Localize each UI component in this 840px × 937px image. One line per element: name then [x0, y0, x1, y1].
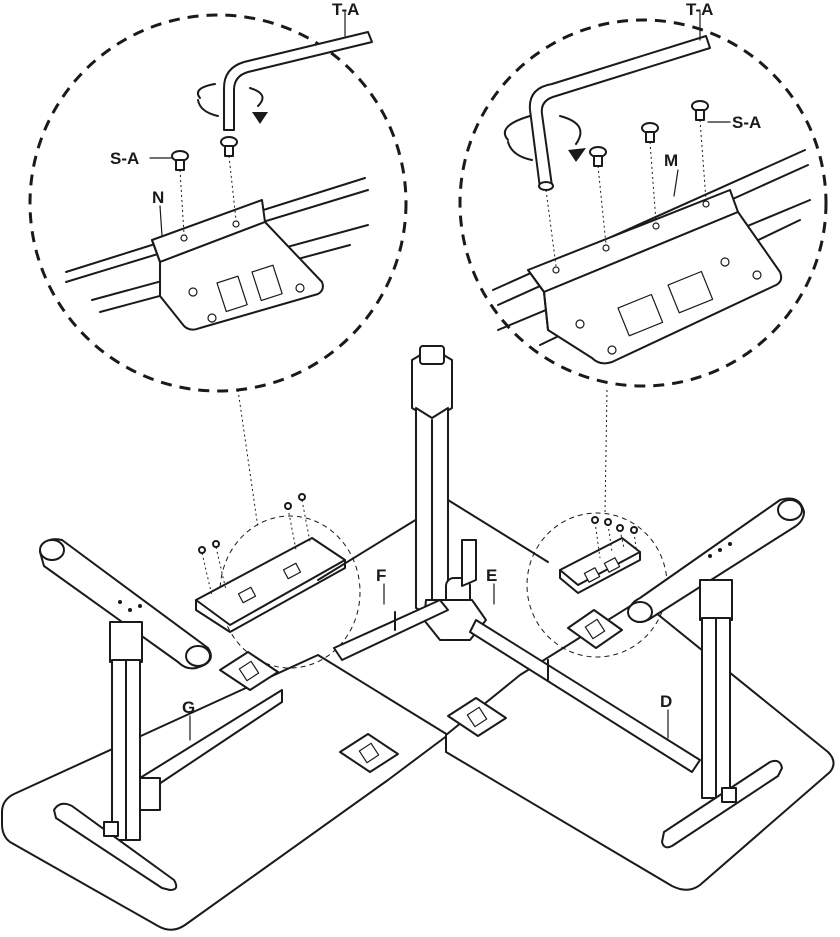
center-leg — [411, 345, 487, 641]
mount-plate-icon — [447, 697, 507, 737]
rotate-arrow-icon — [503, 115, 582, 145]
mount-plate-icon — [567, 609, 623, 649]
left-detail — [65, 31, 373, 331]
detail-callout-right — [458, 18, 828, 388]
bracket-n-flange — [159, 221, 324, 331]
callout-leader-right — [604, 389, 608, 515]
mount-plate-icon — [219, 651, 279, 691]
rotate-arrow-icon — [196, 83, 264, 107]
bracket-n-small — [195, 493, 346, 633]
bracket-label-m: M — [664, 151, 678, 170]
label-leaders — [149, 11, 731, 741]
screw-label-right: S-A — [732, 113, 761, 132]
desktop-panel-left — [1, 654, 449, 931]
beam-e — [469, 619, 701, 773]
left-foot — [53, 802, 178, 891]
beam-label-e: E — [486, 566, 497, 585]
bracket-label-n: N — [152, 188, 164, 207]
screw-icon — [691, 100, 709, 121]
tool-label-left: T-A — [332, 0, 359, 19]
screw-label-left: S-A — [110, 149, 139, 168]
beam-label-g: G — [182, 698, 195, 717]
callout-leader-left — [237, 389, 259, 529]
mount-plate-icon — [339, 733, 399, 773]
right-leg — [627, 497, 805, 849]
screw-icon — [641, 122, 659, 143]
left-leg — [39, 538, 212, 891]
tool-label-right: T-A — [686, 0, 713, 19]
screw-icon — [589, 146, 607, 167]
beam-f — [333, 539, 477, 661]
screw-icon — [171, 150, 189, 171]
beam-g — [139, 689, 283, 811]
beam-label-f: F — [376, 566, 386, 585]
beam-label-d: D — [660, 692, 672, 711]
right-foot — [661, 759, 783, 849]
screw-icon — [220, 136, 238, 157]
right-detail — [492, 35, 811, 365]
allen-key-icon — [528, 35, 711, 189]
detail-callout-left — [28, 13, 408, 393]
bracket-m-flange — [543, 211, 783, 365]
allen-key-icon — [223, 31, 373, 131]
bracket-m-small — [559, 516, 641, 594]
